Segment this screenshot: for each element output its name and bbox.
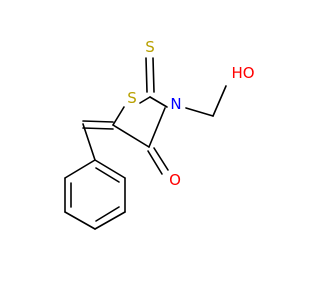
bond-c4-o-b bbox=[153, 147, 169, 171]
bond-n3-c4 bbox=[148, 107, 166, 148]
bond-ph6-ph1 bbox=[64, 159, 96, 179]
bond-ch2-o bbox=[212, 85, 227, 117]
atom-label-carbonyl-oxygen: O bbox=[169, 171, 181, 189]
bond-n-ch2 bbox=[185, 107, 214, 117]
bond-s1-c5 bbox=[112, 106, 125, 126]
atom-label-nitrogen: N bbox=[170, 95, 181, 113]
bond-c2-n3 bbox=[149, 96, 168, 108]
molecule-diagram: S S N O HO bbox=[64, 38, 255, 230]
bond-c5-ch-b bbox=[82, 127, 114, 130]
atom-label-hydroxyl: HO bbox=[231, 64, 254, 82]
structure-svg: S S N O HO bbox=[64, 38, 255, 230]
bond-ph-inner-2 bbox=[95, 206, 120, 222]
bond-ph-inner-1 bbox=[95, 167, 120, 183]
bond-ch-phenyl bbox=[82, 123, 96, 161]
bond-c2-s-thione-a bbox=[145, 57, 148, 93]
bond-ph1-ph2 bbox=[94, 159, 126, 179]
atom-label-ring-sulfur: S bbox=[127, 89, 137, 107]
bond-c4-o-a bbox=[147, 150, 163, 175]
bond-c5-ch-a bbox=[82, 120, 114, 123]
atom-label-thione-sulfur: S bbox=[145, 38, 155, 56]
bond-c4-c5 bbox=[112, 124, 150, 148]
bond-ph3-ph4 bbox=[94, 211, 126, 230]
bond-c2-s-thione-b bbox=[152, 57, 155, 93]
bond-ph4-ph5 bbox=[64, 211, 96, 230]
bond-s1-c2 bbox=[139, 96, 151, 104]
